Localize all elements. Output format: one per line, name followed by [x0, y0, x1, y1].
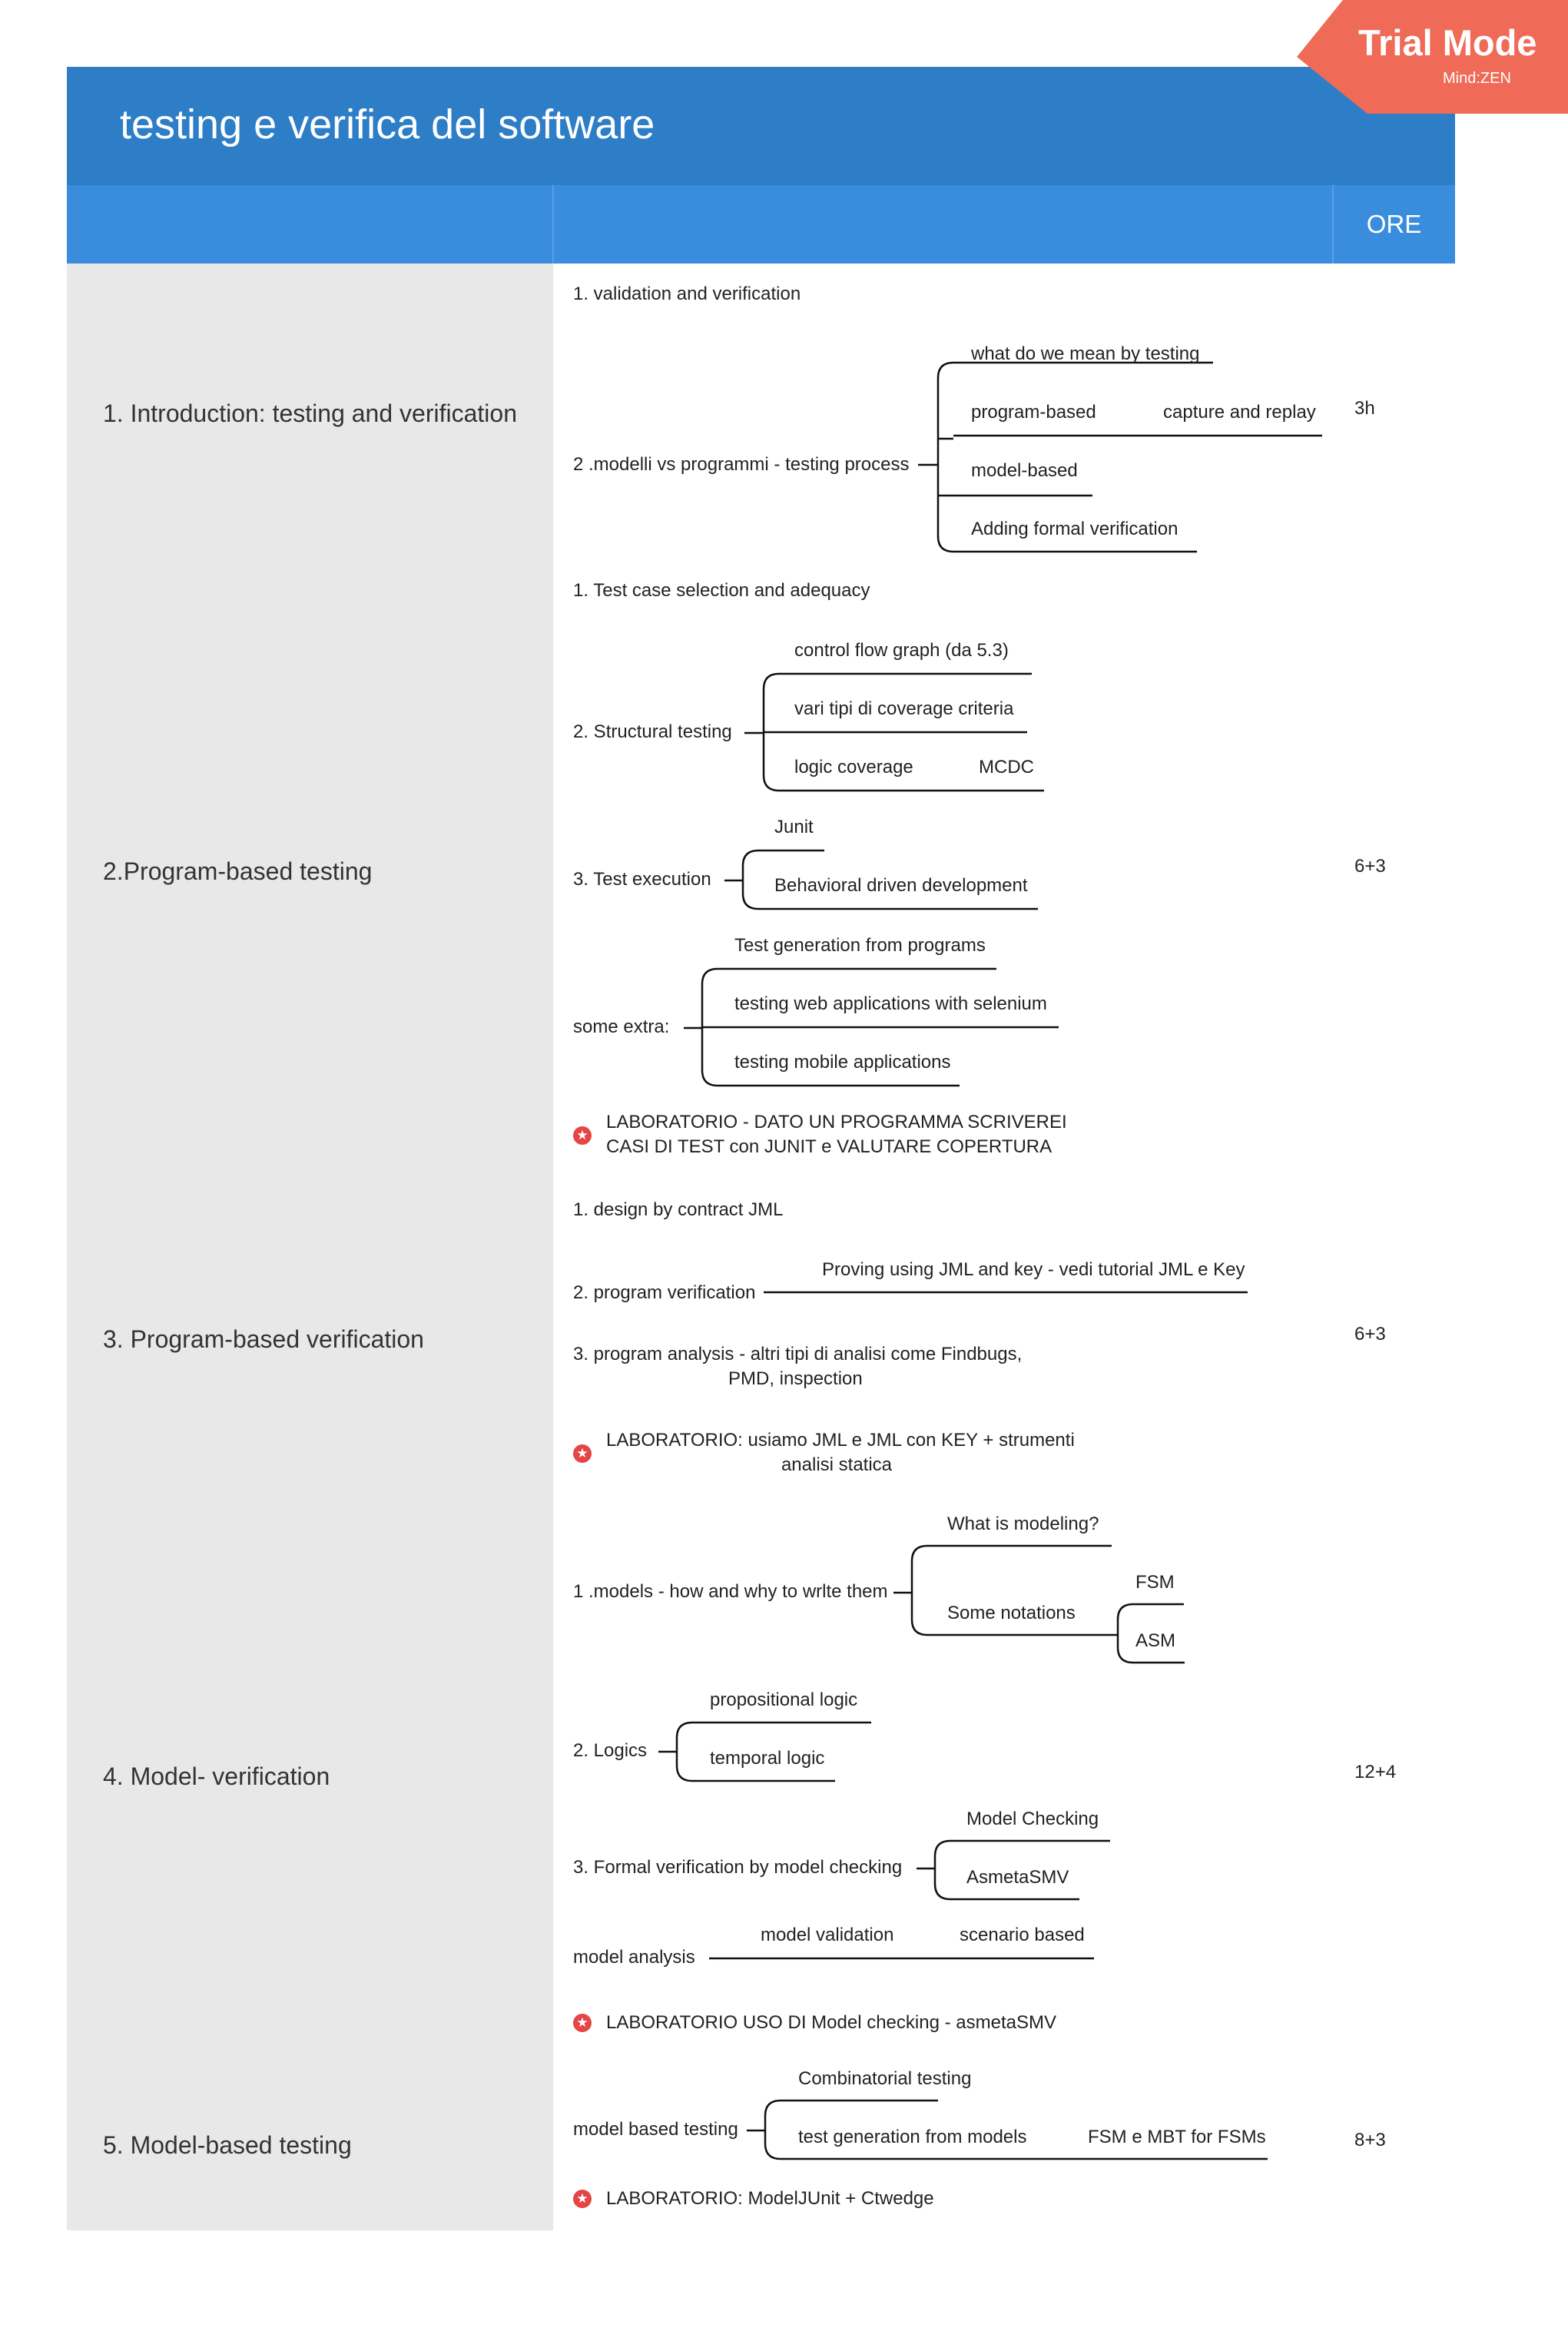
topic-node: 3. program analysis - altri tipi di anal… — [573, 1344, 1023, 1364]
lab-note: LABORATORIO - DATO UN PROGRAMMA SCRIVERE… — [606, 1112, 1067, 1132]
topic-node: 2. program verification — [573, 1282, 756, 1303]
subtopic-node: Test generation from programs — [734, 935, 986, 956]
header-divider — [552, 185, 554, 264]
topic-node: 2. Structural testing — [573, 721, 732, 742]
subtopic-node: MCDC — [979, 757, 1034, 778]
subtopic-node: what do we mean by testing — [971, 343, 1200, 364]
topic-node: model analysis — [573, 1947, 695, 1968]
trial-mode-label: Trial Mode — [1358, 22, 1537, 63]
trial-mode-ribbon — [1297, 0, 1568, 114]
subtopic-node: FSM — [1135, 1572, 1175, 1593]
subtopic-node: propositional logic — [710, 1689, 858, 1710]
page-title: testing e verifica del software — [120, 101, 655, 148]
subtopic-node: testing mobile applications — [734, 1052, 951, 1073]
topic-node: some extra: — [573, 1016, 670, 1037]
topic-node: 1. design by contract JML — [573, 1199, 784, 1220]
star-icon: ★ — [573, 2014, 592, 2032]
section-title: 5. Model-based testing — [103, 2131, 352, 2159]
subtopic-node: AsmetaSMV — [966, 1867, 1069, 1888]
topic-node: model based testing — [573, 2119, 738, 2140]
table-header-row — [67, 185, 1455, 264]
subtopic-node: scenario based — [960, 1925, 1085, 1945]
subtopic-node: testing web applications with selenium — [734, 993, 1047, 1014]
lab-note: LABORATORIO USO DI Model checking - asme… — [606, 2012, 1056, 2033]
section-title: 1. Introduction: testing and verificatio… — [103, 400, 517, 427]
subtopic-node: control flow graph (da 5.3) — [794, 640, 1009, 661]
bracket-line — [764, 2099, 781, 2160]
subtopic-node: model-based — [971, 460, 1078, 481]
subtopic-node: Junit — [774, 817, 814, 837]
bracket-line — [741, 849, 759, 910]
subtopic-node: program-based — [971, 402, 1096, 423]
topic-node: 3. Test execution — [573, 869, 711, 890]
lab-note: LABORATORIO: usiamo JML e JML con KEY + … — [606, 1430, 1075, 1451]
brand-logo: Mind:ZEN — [1443, 70, 1511, 87]
bracket-line — [1116, 1603, 1134, 1664]
topic-node: PMD, inspection — [728, 1368, 863, 1389]
section-hours: 6+3 — [1354, 856, 1386, 877]
subtopic-node: logic coverage — [794, 757, 913, 778]
section-hours: 6+3 — [1354, 1324, 1386, 1345]
section-hours: 12+4 — [1354, 1762, 1397, 1782]
topic-node: 2. Logics — [573, 1740, 648, 1761]
bracket-line — [936, 361, 954, 553]
section-hours: 8+3 — [1354, 2130, 1386, 2150]
subtopic-node: vari tipi di coverage criteria — [794, 698, 1014, 719]
bracket-line — [933, 1839, 951, 1901]
subtopic-node: Adding formal verification — [971, 519, 1178, 539]
title-bar — [67, 67, 1455, 185]
section-title-column — [67, 264, 553, 2230]
lab-note: CASI DI TEST con JUNIT e VALUTARE COPERT… — [606, 1136, 1053, 1157]
subtopic-node: capture and replay — [1163, 402, 1316, 423]
topic-node: 2 .modelli vs programmi - testing proces… — [573, 454, 910, 475]
subtopic-node: Model Checking — [966, 1809, 1099, 1829]
section-title: 4. Model- verification — [103, 1762, 330, 1790]
lab-note: analisi statica — [781, 1454, 893, 1475]
subtopic-node: Combinatorial testing — [798, 2068, 972, 2089]
subtopic-node: Proving using JML and key - vedi tutoria… — [822, 1259, 1245, 1280]
bracket-line — [675, 1721, 693, 1782]
subtopic-node: ASM — [1135, 1630, 1176, 1651]
topic-node: 1. Test case selection and adequacy — [573, 580, 870, 601]
star-icon: ★ — [573, 2190, 592, 2208]
subtopic-node: FSM e MBT for FSMs — [1088, 2127, 1266, 2147]
section-title: 2.Program-based testing — [103, 857, 373, 885]
subtopic-node: temporal logic — [710, 1748, 825, 1769]
topic-node: 3. Formal verification by model checking — [573, 1857, 903, 1878]
topic-node: 1 .models - how and why to wrlte them — [573, 1581, 888, 1602]
subtopic-node: What is modeling? — [947, 1514, 1099, 1534]
subtopic-node: Behavioral driven development — [774, 875, 1028, 896]
star-icon: ★ — [573, 1444, 592, 1463]
star-icon: ★ — [573, 1126, 592, 1145]
bracket-line — [910, 1544, 928, 1636]
section-title: 3. Program-based verification — [103, 1325, 424, 1353]
subtopic-node: Some notations — [947, 1603, 1076, 1623]
subtopic-node: model validation — [761, 1925, 894, 1945]
header-divider — [1332, 185, 1334, 264]
lab-note: LABORATORIO: ModelJUnit + Ctwedge — [606, 2188, 934, 2209]
section-hours: 3h — [1354, 398, 1375, 419]
topic-node: 1. validation and verification — [573, 284, 801, 304]
ore-column-header: ORE — [1366, 210, 1422, 238]
subtopic-node: test generation from models — [798, 2127, 1027, 2147]
